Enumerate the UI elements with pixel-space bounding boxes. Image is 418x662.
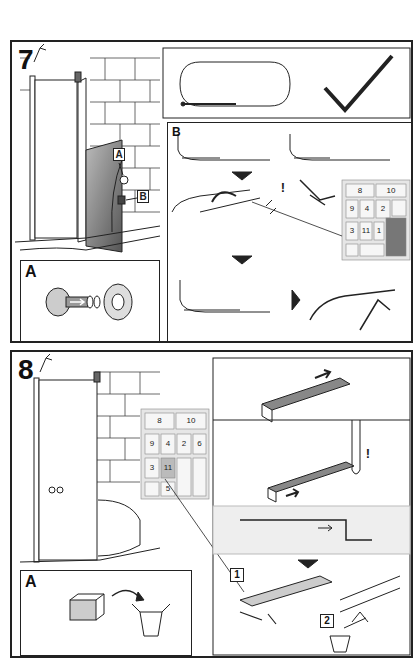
detail-panel: B — [167, 122, 412, 342]
part-number: 4 — [161, 434, 175, 454]
panel-label: A — [25, 574, 37, 590]
part-number: 5 — [161, 482, 175, 496]
part-number: 9 — [346, 200, 358, 218]
drill-icon — [34, 44, 46, 62]
step-panel: 7A B — [10, 40, 413, 343]
warning-mark: ! — [364, 446, 372, 460]
part-number: 10 — [376, 184, 406, 197]
cut-detail — [70, 590, 170, 636]
seal-details — [172, 134, 395, 330]
part-number: 2 — [376, 200, 390, 218]
panel-label: 8 — [18, 356, 34, 384]
part-number: 6 — [193, 434, 206, 454]
step-panel: 8A 1 2 — [10, 350, 413, 658]
part-number: 1 — [374, 222, 384, 240]
part-number: 3 — [145, 458, 159, 478]
wall-fixing-parts — [118, 163, 137, 204]
bath-top-view-ok — [180, 56, 392, 110]
warning-mark: ! — [279, 180, 287, 194]
check-panel — [163, 48, 410, 118]
part-number: 8 — [145, 413, 174, 429]
substep-box: 1 — [230, 568, 244, 582]
drill-icon — [40, 354, 52, 372]
part-number: 4 — [360, 200, 374, 218]
part-number: 8 — [346, 184, 374, 197]
parts-grid-8 — [141, 409, 209, 499]
callout-letter: A — [113, 148, 125, 161]
substep-box: 2 — [320, 614, 334, 628]
callout-letter: B — [137, 190, 149, 203]
part-number: 11 — [360, 222, 372, 240]
leader-line — [252, 202, 342, 236]
detail-panel — [213, 358, 410, 655]
detail-inset: A — [20, 570, 192, 656]
part-number: 9 — [145, 434, 159, 454]
bath-screen — [30, 72, 122, 252]
panel-label: A — [25, 264, 37, 280]
bathtub — [15, 160, 160, 250]
panel-label: 7 — [18, 46, 34, 74]
seal-strip-details — [213, 370, 410, 652]
detail-inset: A — [20, 260, 160, 342]
step-number: 1 — [234, 570, 240, 580]
parts-grid-7 — [342, 180, 410, 260]
step-number: 2 — [324, 616, 330, 626]
knob-detail — [46, 284, 132, 320]
panel-label: B — [172, 126, 181, 138]
bath-screen — [20, 372, 160, 562]
part-number: 3 — [346, 222, 358, 240]
part-number: 2 — [177, 434, 191, 454]
part-number: 11 — [161, 458, 175, 478]
part-number: 10 — [176, 413, 206, 429]
